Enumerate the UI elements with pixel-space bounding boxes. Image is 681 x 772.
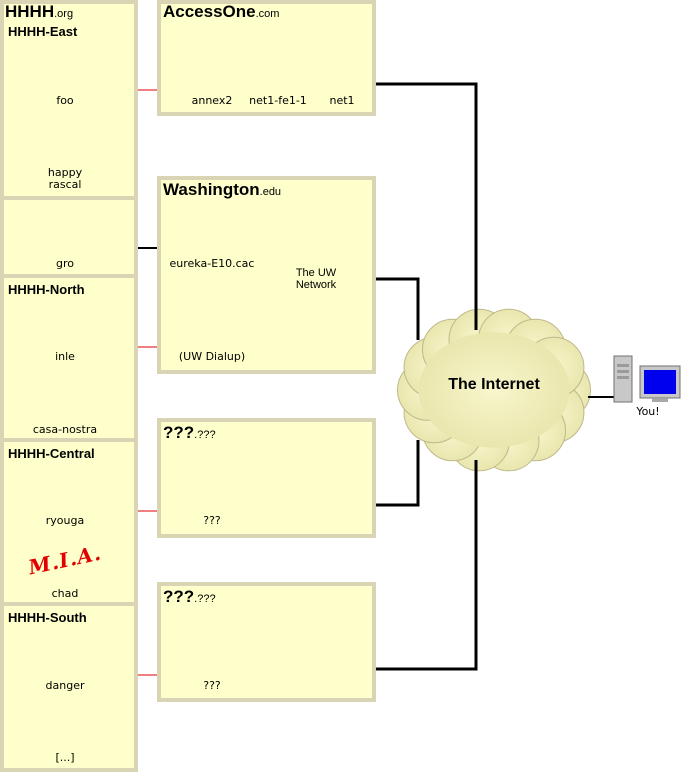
host-label-uw-dialup: (UW Dialup) [178,350,246,363]
unknown-isp-box-2 [157,582,376,702]
uw-network-label-line2: Network [295,279,337,291]
host-label-eureka: eureka-E10.cac [169,257,255,270]
host-label-casa-nostra: casa-nostra [32,423,98,436]
hhhh-org-title: HHHH.org [5,2,74,21]
host-label-more: [...] [55,751,75,764]
internet-label: The Internet [448,376,540,393]
host-label-you: You! [636,405,660,418]
host-label-unknown-2: ??? [203,679,221,692]
tower-you [613,355,633,403]
hhhh-south-title: HHHH-South [8,610,87,625]
uw-network-label-line1: The UW [295,267,337,279]
host-label-rascal: rascal [48,178,82,191]
unknown-isp-title-2: ???.??? [163,587,216,606]
host-label-chad: chad [51,587,79,600]
host-label-foo: foo [56,94,74,107]
wire-accessone-internet [354,82,478,330]
hhhh-north-box [0,274,138,442]
hhhh-north-title: HHHH-North [8,282,85,297]
uw-network-label: The UW Network [296,267,336,291]
hhhh-east-title: HHHH-East [8,24,78,39]
host-label-gro: gro [56,257,74,270]
host-label-annex2: annex2 [191,94,233,107]
host-label-net1: net1 [329,94,355,107]
host-label-happy: happy [47,166,83,179]
hhhh-east-box [0,0,138,200]
host-label-net1-fe1-1: net1-fe1-1 [249,94,307,107]
washington-box [157,176,376,374]
host-label-ryouga: ryouga [45,514,85,527]
hhhh-central-title: HHHH-Central [8,446,95,461]
unknown-isp-box-1 [157,418,376,538]
hhhh-south-box [0,602,138,772]
unknown-isp-title-1: ???.??? [163,423,216,442]
monitor-you [639,365,681,402]
accessone-title: AccessOne.com [163,2,280,21]
host-label-danger: danger [45,679,85,692]
accessone-box [157,0,376,116]
washington-title: Washington.edu [163,180,282,199]
wire-uw-internet [360,277,420,340]
host-label-inle: inle [55,350,75,363]
host-label-unknown-1: ??? [203,514,221,527]
internet-cloud [397,308,591,472]
